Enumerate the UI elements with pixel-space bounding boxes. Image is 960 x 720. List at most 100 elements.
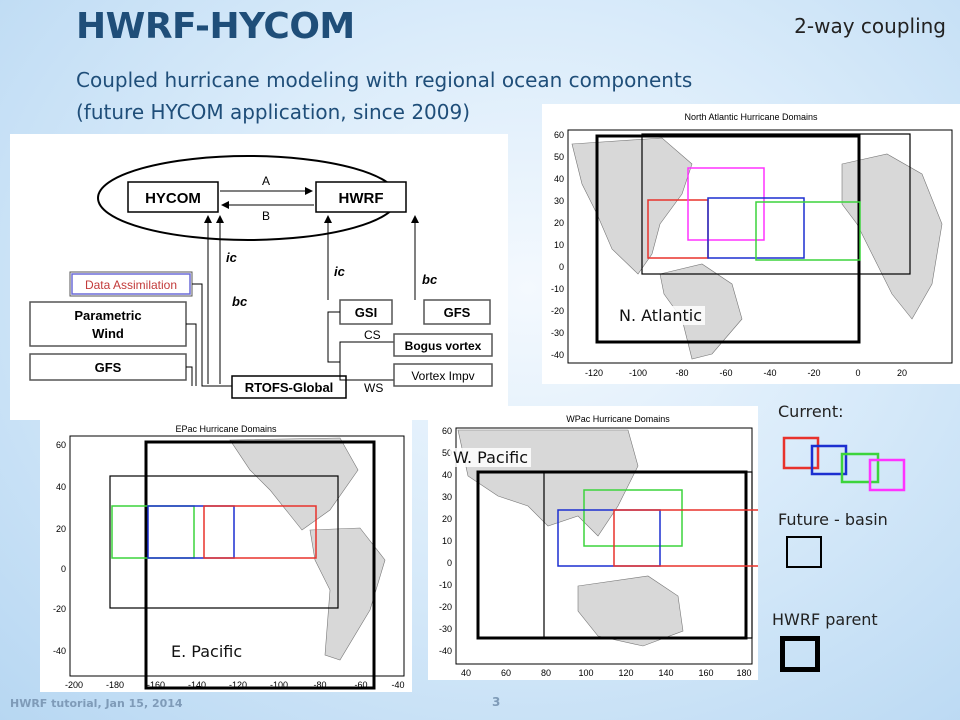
slide-subtitle: Coupled hurricane modeling with regional…	[76, 64, 836, 128]
epac-ytick: 40	[56, 482, 66, 492]
legend-future-label: Future - basin	[778, 510, 888, 529]
coupling-diagram: HYCOM HWRF A B ic bc ic bc Data Assimila…	[10, 134, 508, 420]
connector-wind	[186, 323, 197, 386]
bogus-vortex-box	[393, 333, 493, 357]
subtitle-line-2: (future HYCOM application, since 2009)	[76, 100, 471, 124]
legend-parent-label: HWRF parent	[772, 610, 878, 629]
wpac-xtick: 40	[461, 668, 471, 678]
hwrf-box	[315, 181, 407, 213]
natl-xtick: 20	[897, 368, 907, 378]
natl-xtick: 0	[855, 368, 860, 378]
cs-label: CS	[364, 328, 381, 342]
bc-label-left: bc	[232, 294, 248, 309]
natl-ytick: 40	[554, 174, 564, 184]
natl-x-ticks: -120 -100 -80 -60 -40 -20 0 20	[585, 368, 907, 378]
wpac-ytick: 20	[442, 514, 452, 524]
hwrf-label: HWRF	[339, 190, 384, 207]
page-number: 3	[492, 695, 501, 709]
arrow-a-label: A	[262, 174, 270, 188]
epac-xtick: -60	[354, 680, 367, 690]
wpac-ytick: -20	[439, 602, 452, 612]
natl-xtick: -80	[675, 368, 688, 378]
gsi-label: GSI	[355, 305, 377, 320]
natl-ytick: 0	[559, 262, 564, 272]
natl-ytick: 50	[554, 152, 564, 162]
bogus-vortex-label: Bogus vortex	[405, 339, 482, 353]
legend-green-swatch	[840, 452, 880, 484]
epac-blue-domain	[147, 505, 235, 559]
wpac-x-ticks: 40 60 80 100 120 140 160 180	[461, 668, 752, 678]
wpac-green-domain	[583, 489, 683, 547]
natl-parent-domain	[595, 134, 861, 344]
parametric-label-1: Parametric	[74, 308, 141, 323]
ic-label-right: ic	[334, 264, 346, 279]
natl-magenta-domain	[687, 167, 765, 241]
epac-xtick: -80	[313, 680, 326, 690]
natl-ytick: -30	[551, 328, 564, 338]
wpac-map-label: W. Pacific	[450, 448, 532, 467]
natl-ytick: 10	[554, 240, 564, 250]
vortex-impv-box	[393, 363, 493, 387]
epac-xtick: -40	[391, 680, 404, 690]
natl-green-domain	[755, 201, 861, 261]
wpac-y-ticks: 60 50 40 30 20 10 0 -10 -20 -30 -40	[439, 426, 452, 656]
legend-magenta-swatch	[868, 458, 906, 492]
epac-xtick: -140	[188, 680, 206, 690]
wpac-basin-domain	[543, 471, 753, 639]
wpac-xtick: 100	[578, 668, 593, 678]
wpac-ytick: 30	[442, 492, 452, 502]
map-west-pacific: WPac Hurricane Domains 40 60 80 100 120 …	[428, 406, 758, 680]
legend-parent-swatch	[780, 636, 820, 672]
arrow-b-label: B	[262, 209, 270, 223]
connector-gsi	[327, 311, 340, 363]
parametric-wind-box	[29, 301, 187, 347]
wpac-xtick: 120	[618, 668, 633, 678]
natl-ytick: -40	[551, 350, 564, 360]
natl-north-america	[571, 137, 693, 275]
epac-ytick: -20	[53, 604, 66, 614]
map-north-atlantic: North Atlantic Hurricane Domains -120 -1…	[542, 104, 960, 384]
gfs-left-box	[29, 353, 187, 381]
legend-current-label: Current:	[778, 402, 844, 421]
natl-ytick: 20	[554, 218, 564, 228]
legend-blue-swatch	[810, 444, 848, 476]
natl-xtick: -40	[763, 368, 776, 378]
natl-ytick: -20	[551, 306, 564, 316]
gsi-box	[339, 299, 393, 325]
wpac-xtick: 180	[736, 668, 751, 678]
data-assimilation-inner	[71, 273, 191, 295]
wpac-ytick: 60	[442, 426, 452, 436]
gfs-left-label: GFS	[95, 360, 122, 375]
epac-south-america	[309, 527, 386, 661]
slide-title: HWRF-HYCOM	[76, 6, 355, 47]
ic-label-left: ic	[226, 250, 238, 265]
wpac-ytick: 40	[442, 470, 452, 480]
natl-xtick: -100	[629, 368, 647, 378]
wpac-ytick: -40	[439, 646, 452, 656]
wpac-xtick: 160	[698, 668, 713, 678]
wpac-red-domain	[613, 509, 758, 567]
footer-text: HWRF tutorial, Jan 15, 2014	[10, 697, 183, 710]
wpac-xtick: 140	[658, 668, 673, 678]
epac-ytick: 20	[56, 524, 66, 534]
epac-map-title: EPac Hurricane Domains	[175, 424, 277, 434]
gfs-right-label: GFS	[444, 305, 471, 320]
epac-y-ticks: 60 40 20 0 -20 -40	[53, 440, 66, 656]
natl-xtick: -120	[585, 368, 603, 378]
epac-xtick: -200	[65, 680, 83, 690]
legend-red-swatch	[782, 436, 820, 470]
subtitle-line-1: Coupled hurricane modeling with regional…	[76, 68, 693, 92]
natl-map-title: North Atlantic Hurricane Domains	[684, 112, 818, 122]
connector-cs	[339, 341, 394, 362]
epac-ytick: 0	[61, 564, 66, 574]
gfs-right-box	[423, 299, 491, 325]
wpac-ytick: 0	[447, 558, 452, 568]
wpac-xtick: 60	[501, 668, 511, 678]
rtofs-label: RTOFS-Global	[245, 380, 334, 395]
epac-parent-domain	[144, 440, 376, 690]
rtofs-box	[231, 375, 347, 399]
epac-ytick: 60	[56, 440, 66, 450]
wpac-ytick: -30	[439, 624, 452, 634]
natl-y-ticks: 60 50 40 30 20 10 0 -10 -20 -30 -40	[551, 130, 564, 360]
epac-x-ticks: -200 -180 -160 -140 -120 -100 -80 -60 -4…	[65, 680, 405, 690]
